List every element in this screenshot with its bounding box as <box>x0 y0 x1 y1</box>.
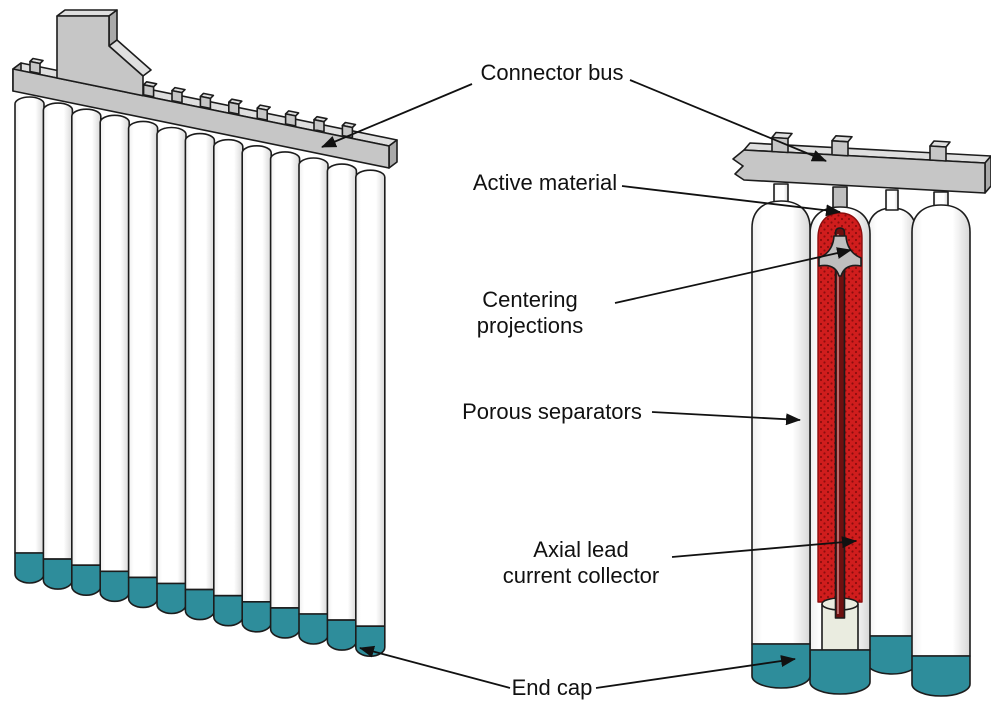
bus-right-end-face <box>388 139 398 169</box>
right-tube-body <box>911 204 971 657</box>
cutaway-tube <box>809 206 871 695</box>
arrow-active-material <box>621 185 841 217</box>
label-axial-lead-line1: Axial lead <box>533 537 628 562</box>
arrow-connector-bus-left <box>321 83 473 148</box>
bus-front-face-torn <box>732 149 986 194</box>
back-tube-body <box>867 207 917 637</box>
back-tube-end-cap <box>867 635 917 675</box>
neck <box>885 189 899 211</box>
tube <box>213 138 244 627</box>
tube <box>99 114 130 603</box>
tube-row <box>14 96 386 657</box>
arrow-centering-projections <box>614 247 852 304</box>
label-axial-lead-line2: current collector <box>503 563 660 588</box>
label-porous-separators: Porous separators <box>462 399 642 424</box>
front-left-tube <box>751 200 811 689</box>
right-tube <box>911 204 971 697</box>
tube <box>269 151 301 639</box>
tube <box>14 96 45 584</box>
tube <box>71 108 102 596</box>
tube <box>42 102 74 590</box>
arrow-end-cap-right <box>595 655 796 689</box>
label-connector-bus: Connector bus <box>480 60 623 85</box>
cutaway-tube-end-cap <box>809 649 871 695</box>
tube <box>156 126 187 615</box>
arrow-connector-bus-right <box>629 79 827 162</box>
right-tube-end-cap <box>911 655 971 697</box>
tube-necks <box>773 183 949 211</box>
tube <box>127 120 159 609</box>
bus-right-end-face <box>984 155 991 194</box>
arrow-axial-lead <box>671 536 857 558</box>
arrow-porous-separators <box>651 411 801 426</box>
label-active-material: Active material <box>473 170 617 195</box>
annotations: Connector bus Active material Centering … <box>321 60 857 700</box>
back-tube <box>867 207 917 675</box>
tube <box>298 157 329 645</box>
lug-front-face <box>56 15 144 97</box>
tube <box>241 145 273 633</box>
terminal-lug <box>56 9 152 97</box>
arrow-end-cap-left <box>359 645 511 689</box>
axial-lead-rod <box>834 227 846 619</box>
lug-top-face <box>56 9 118 17</box>
tube <box>184 132 216 621</box>
connector-bus-detail <box>732 131 991 194</box>
neck <box>933 191 949 207</box>
label-end-cap: End cap <box>512 675 593 700</box>
tube <box>326 163 358 651</box>
neck <box>773 183 789 203</box>
neck-lead <box>832 186 848 210</box>
front-left-tube-body <box>751 200 811 645</box>
label-centering-projections-line2: projections <box>477 313 583 338</box>
tubular-plate-assembly <box>12 9 398 657</box>
tube <box>354 169 386 657</box>
bus-front-face <box>12 68 390 169</box>
label-centering-projections-line1: Centering <box>482 287 577 312</box>
front-left-tube-end-cap <box>751 643 811 689</box>
cutaway-detail-assembly <box>732 131 991 697</box>
